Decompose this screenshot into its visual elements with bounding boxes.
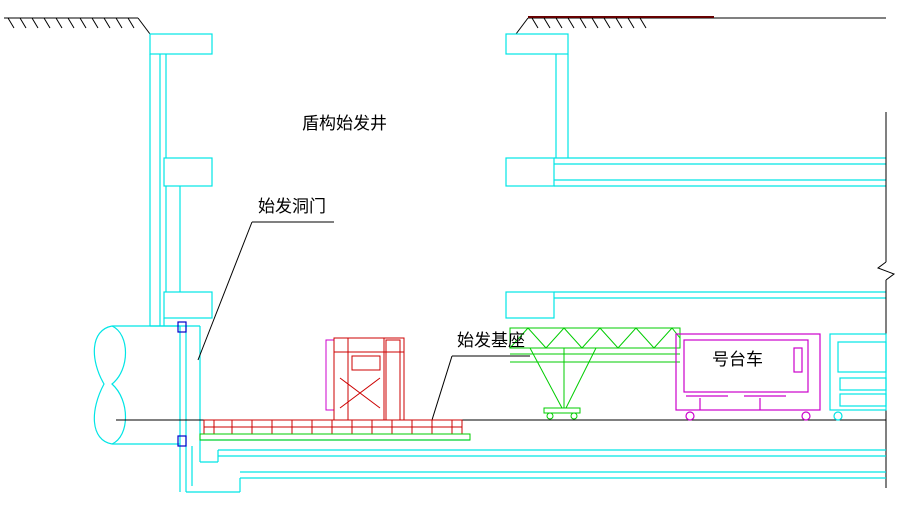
launch-base-slab <box>199 433 471 441</box>
right-break-line <box>876 112 896 488</box>
backup-car <box>675 333 821 421</box>
next-backup-car <box>829 333 887 421</box>
left-shaft-wall <box>149 33 213 492</box>
shaft-label: 盾构始发井 <box>302 114 387 134</box>
tunnel-tube <box>93 325 180 445</box>
gantry-frame <box>509 327 681 420</box>
ground-surface-right <box>515 16 886 35</box>
launch-base-label: 始发基座 <box>457 331 525 351</box>
backup-car-label: 号台车 <box>712 350 763 370</box>
ground-surface-left <box>4 17 151 35</box>
leader-lines <box>197 221 530 421</box>
launch-base <box>203 419 463 435</box>
portal-ring <box>177 321 187 447</box>
right-shaft-wall <box>505 33 886 319</box>
shield-machine <box>325 337 405 421</box>
portal-label: 始发洞门 <box>258 197 326 217</box>
base-slab <box>186 439 886 493</box>
